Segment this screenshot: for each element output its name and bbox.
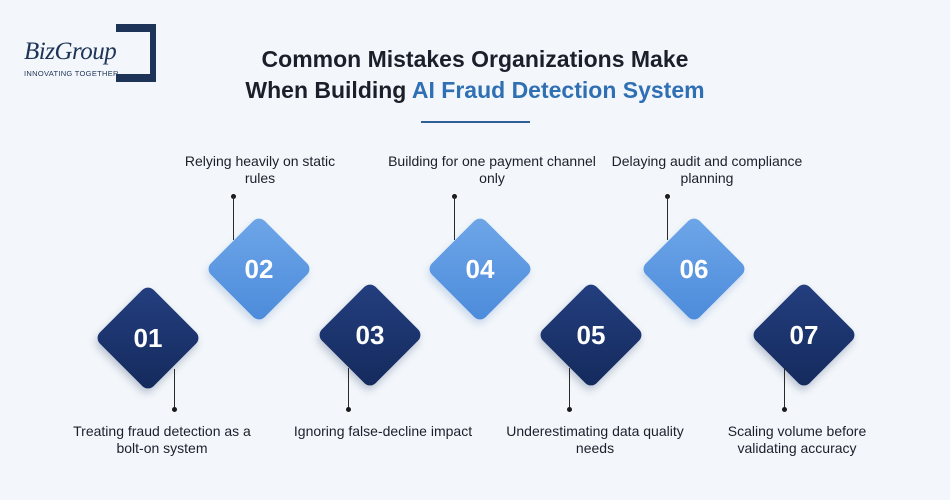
step-03-connector xyxy=(348,368,349,409)
step-07-connector-dot xyxy=(782,407,787,412)
step-04-connector xyxy=(454,196,455,240)
step-01-connector xyxy=(174,369,175,409)
step-06-number: 06 xyxy=(679,254,709,284)
title-line-2-prefix: When Building xyxy=(245,77,412,103)
title-line-2: When Building AI Fraud Detection System xyxy=(0,75,950,106)
title-underline xyxy=(421,121,530,123)
step-03-label: Ignoring false-decline impact xyxy=(293,423,473,439)
step-01-connector-dot xyxy=(172,407,177,412)
step-02-label: Relying heavily on static rules xyxy=(184,153,336,186)
step-03-number: 03 xyxy=(355,320,385,350)
step-04-number: 04 xyxy=(465,254,495,284)
step-05-label: Underestimating data quality needs xyxy=(506,423,684,456)
bizgroup-logo: BizGroup INNOVATING TOGETHER xyxy=(22,24,156,82)
step-06-connector xyxy=(667,196,668,240)
step-05-connector-dot xyxy=(567,407,572,412)
logo-frame-cutout xyxy=(110,32,150,74)
step-05-number: 05 xyxy=(576,320,606,350)
step-06-label: Delaying audit and compliance planning xyxy=(611,153,803,186)
step-07-number: 07 xyxy=(789,320,819,350)
step-05-connector xyxy=(569,368,570,409)
step-07-label: Scaling volume before validating accurac… xyxy=(727,423,867,456)
step-02-number: 02 xyxy=(244,254,274,284)
step-01-number: 01 xyxy=(133,323,163,353)
step-03-connector-dot xyxy=(346,407,351,412)
step-04-label: Building for one payment channel only xyxy=(388,153,596,186)
logo-wordmark: BizGroup xyxy=(24,38,117,65)
logo-tagline: INNOVATING TOGETHER xyxy=(24,69,119,78)
title-highlight: AI Fraud Detection System xyxy=(411,77,705,103)
page-title: Common Mistakes Organizations Make When … xyxy=(0,44,950,106)
step-01-label: Treating fraud detection as a bolt-on sy… xyxy=(73,423,251,456)
step-07-connector xyxy=(784,368,785,409)
title-line-1: Common Mistakes Organizations Make xyxy=(261,46,689,72)
step-02-connector xyxy=(233,196,234,240)
